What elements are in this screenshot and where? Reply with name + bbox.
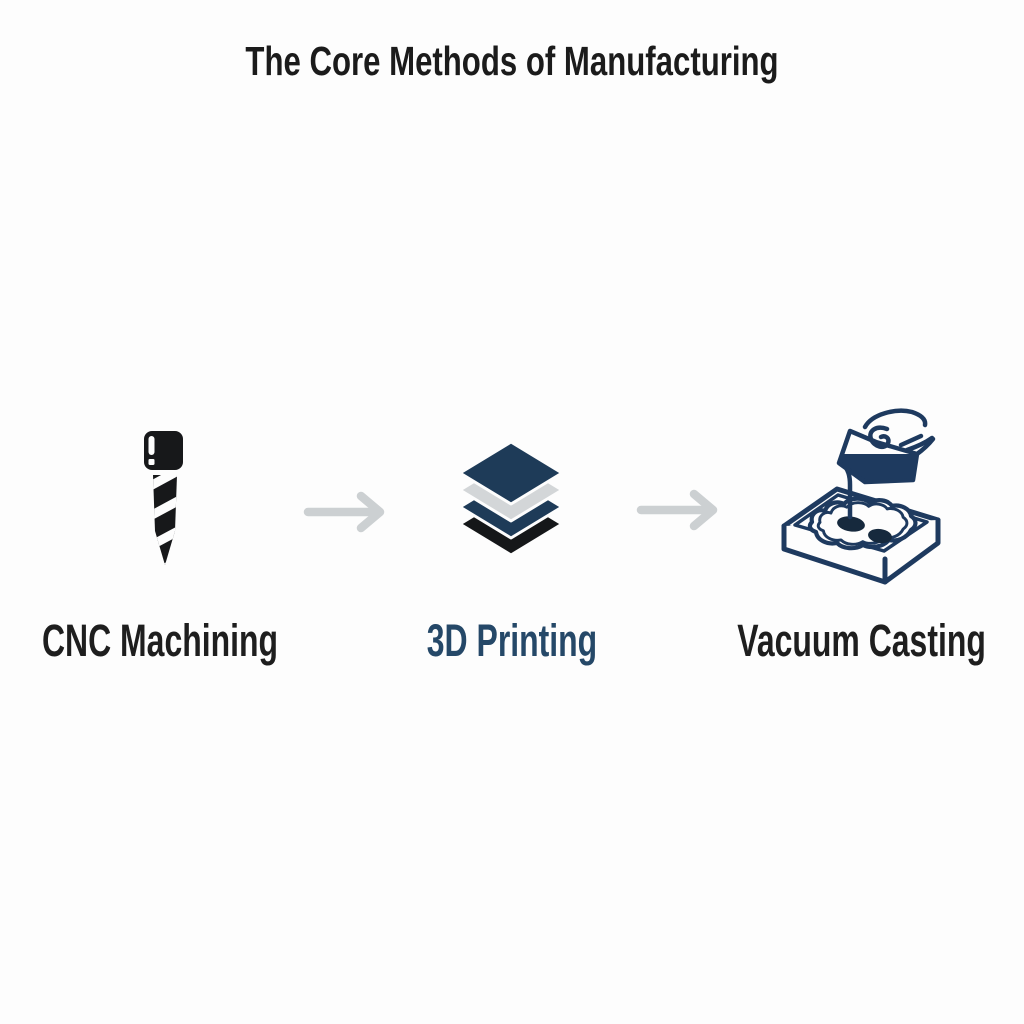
cnc-drill-bit-icon — [144, 431, 183, 565]
label-3d-printing: 3D Printing — [426, 615, 598, 666]
arrow-right-icon — [636, 489, 718, 531]
page-title: The Core Methods of Manufacturing — [245, 38, 779, 84]
3d-printing-layers-icon — [458, 440, 564, 557]
vacuum-casting-pour-icon — [781, 408, 941, 585]
arrow-right-icon — [303, 491, 385, 533]
label-cnc-machining: CNC Machining — [41, 615, 279, 666]
label-vacuum-casting: Vacuum Casting — [737, 615, 986, 666]
